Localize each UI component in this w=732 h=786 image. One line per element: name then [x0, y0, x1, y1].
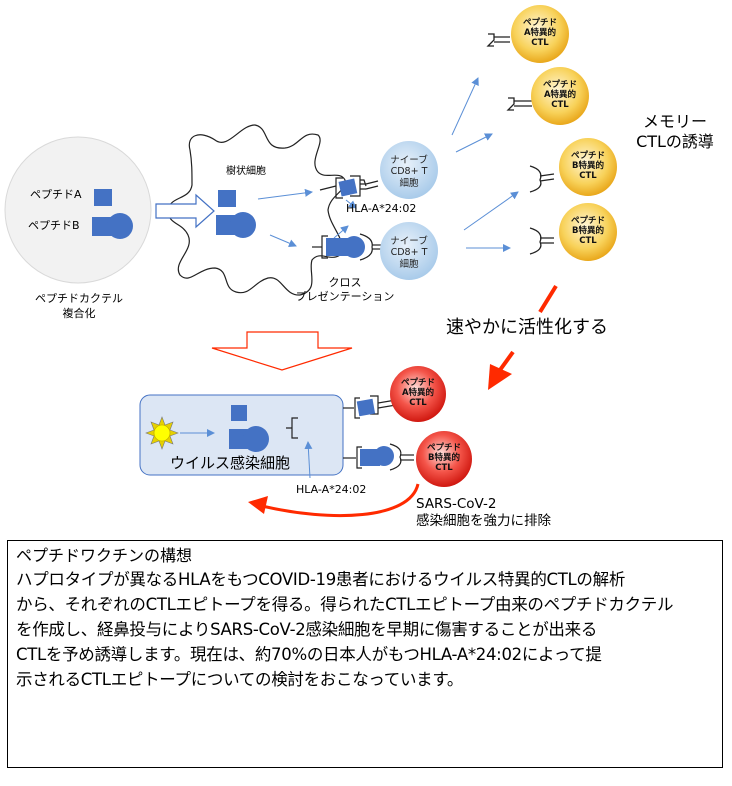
mhc-peptide-a-complex	[319, 175, 379, 199]
arrow-to-memory-3	[463, 191, 519, 231]
virus-sun-icon	[145, 416, 179, 450]
active-mhc-peptide-b	[343, 443, 414, 471]
peptide-vaccine-diagram: ペプチドA ペプチドB ペプチドカクテル 複合化 樹状細胞 HLA-A*24:0…	[4, 5, 714, 529]
active-ctl-b	[416, 431, 472, 487]
hla-pointer-top	[345, 199, 357, 209]
peptide-a-square-icon	[94, 189, 112, 206]
memory-ctl-label-1: メモリー	[642, 112, 707, 131]
infected-peptide-a-icon	[231, 405, 247, 421]
dendritic-cell-shape	[167, 124, 346, 296]
cross-presentation-label-1: クロス	[328, 276, 362, 289]
arrow-to-memory-2	[455, 133, 493, 153]
active-ctl-a-text: ペプチド A特異的 CTL	[400, 378, 435, 409]
memory-ctl-a-2	[531, 67, 589, 125]
activation-label: 速やかに活性化する	[446, 317, 608, 338]
description-line: 示されるCTLエピトープについての検討をおこなっています。	[16, 670, 464, 689]
elimination-arrow	[261, 483, 420, 518]
dc-peptide-b-head-icon	[230, 212, 256, 238]
memory-ctl-1-text: ペプチド A特異的 CTL	[522, 18, 557, 49]
peptide-b-label: ペプチドB	[28, 219, 80, 232]
elimination-label-1: SARS-CoV-2	[416, 496, 497, 512]
description-line: を作成し、経鼻投与によりSARS-CoV-2感染細胞を早期に傷害することが出来る	[16, 620, 598, 639]
transition-down-arrow-icon	[211, 331, 353, 371]
arrow-to-mhc1	[257, 188, 313, 200]
hla-pointer-bottom	[333, 225, 349, 239]
active-mhc-peptide-a	[343, 395, 397, 419]
peptide-a-label: ペプチドA	[30, 188, 82, 201]
hla-label-top: HLA-A*24:02	[346, 202, 417, 215]
elimination-label-2: 感染細胞を強力に排除	[416, 513, 551, 529]
cocktail-caption-1: ペプチドカクテル	[35, 292, 123, 305]
diagram-canvas	[4, 5, 617, 518]
dendritic-cell-label: 樹状細胞	[226, 166, 266, 177]
memory-ctl-b-2	[559, 203, 617, 261]
memory-ctl-b-1	[559, 138, 617, 196]
naive-cell-1-text: ナイーブ CD8+ T 細胞	[390, 155, 428, 189]
elimination-arrowhead-icon	[248, 496, 268, 514]
arrow-to-mhc2	[269, 234, 297, 247]
peptide-b-head-icon	[107, 213, 133, 239]
dc-peptide-a-icon	[218, 190, 236, 207]
empty-mhc-icon	[286, 417, 298, 439]
activation-arrow-top	[538, 284, 558, 314]
active-ctl-b-text: ペプチド B特異的 CTL	[426, 443, 461, 474]
activation-arrowhead-icon	[488, 364, 512, 390]
description-line: から、それぞれのCTLエピトープを得る。得られたCTLエピトープ由来のペプチドカ…	[16, 595, 674, 614]
description-title: ペプチドワクチンの構想	[16, 546, 193, 565]
active-ctl-a	[390, 366, 446, 422]
naive-cd8-t-cell-2	[380, 222, 438, 280]
activation-arrow-shaft	[498, 350, 515, 372]
uptake-arrow-icon	[155, 193, 215, 229]
infected-peptide-b-head-icon	[243, 426, 269, 452]
infected-hla-label: HLA-A*24:02	[296, 483, 367, 496]
peptide-cocktail-circle	[4, 136, 152, 284]
arrow-to-memory-1	[451, 77, 479, 136]
memory-ctl-3-text: ペプチド B特異的 CTL	[570, 151, 605, 182]
cross-presentation-label-2: プレゼンテーション	[295, 290, 395, 303]
naive-cd8-t-cell-1	[380, 141, 438, 199]
infected-hla-pointer	[304, 441, 313, 479]
description-line: ハプロタイプが異なるHLAをもつCOVID-19患者におけるウイルス特異的CTL…	[16, 570, 626, 589]
infected-cell-label: ウイルス感染細胞	[170, 454, 291, 472]
memory-ctl-label-2: CTLの誘導	[636, 132, 714, 151]
description-body: ハプロタイプが異なるHLAをもつCOVID-19患者におけるウイルス特異的CTL…	[16, 567, 714, 692]
cocktail-caption-2: 複合化	[62, 307, 96, 320]
mhc-peptide-b-complex	[312, 233, 384, 261]
memory-ctl-4-text: ペプチド B特異的 CTL	[570, 216, 605, 247]
memory-ctl-a-1	[511, 5, 569, 63]
naive-cell-2-text: ナイーブ CD8+ T 細胞	[390, 236, 428, 270]
description-line: CTLを予め誘導します。現在は、約70%の日本人がもつHLA-A*24:02によ…	[16, 645, 602, 664]
memory-ctl-2-text: ペプチド A特異的 CTL	[542, 80, 577, 111]
memory-ctl-receptors	[486, 33, 555, 255]
description-box: ペプチドワクチンの構想 ハプロタイプが異なるHLAをもつCOVID-19患者にお…	[7, 540, 723, 768]
